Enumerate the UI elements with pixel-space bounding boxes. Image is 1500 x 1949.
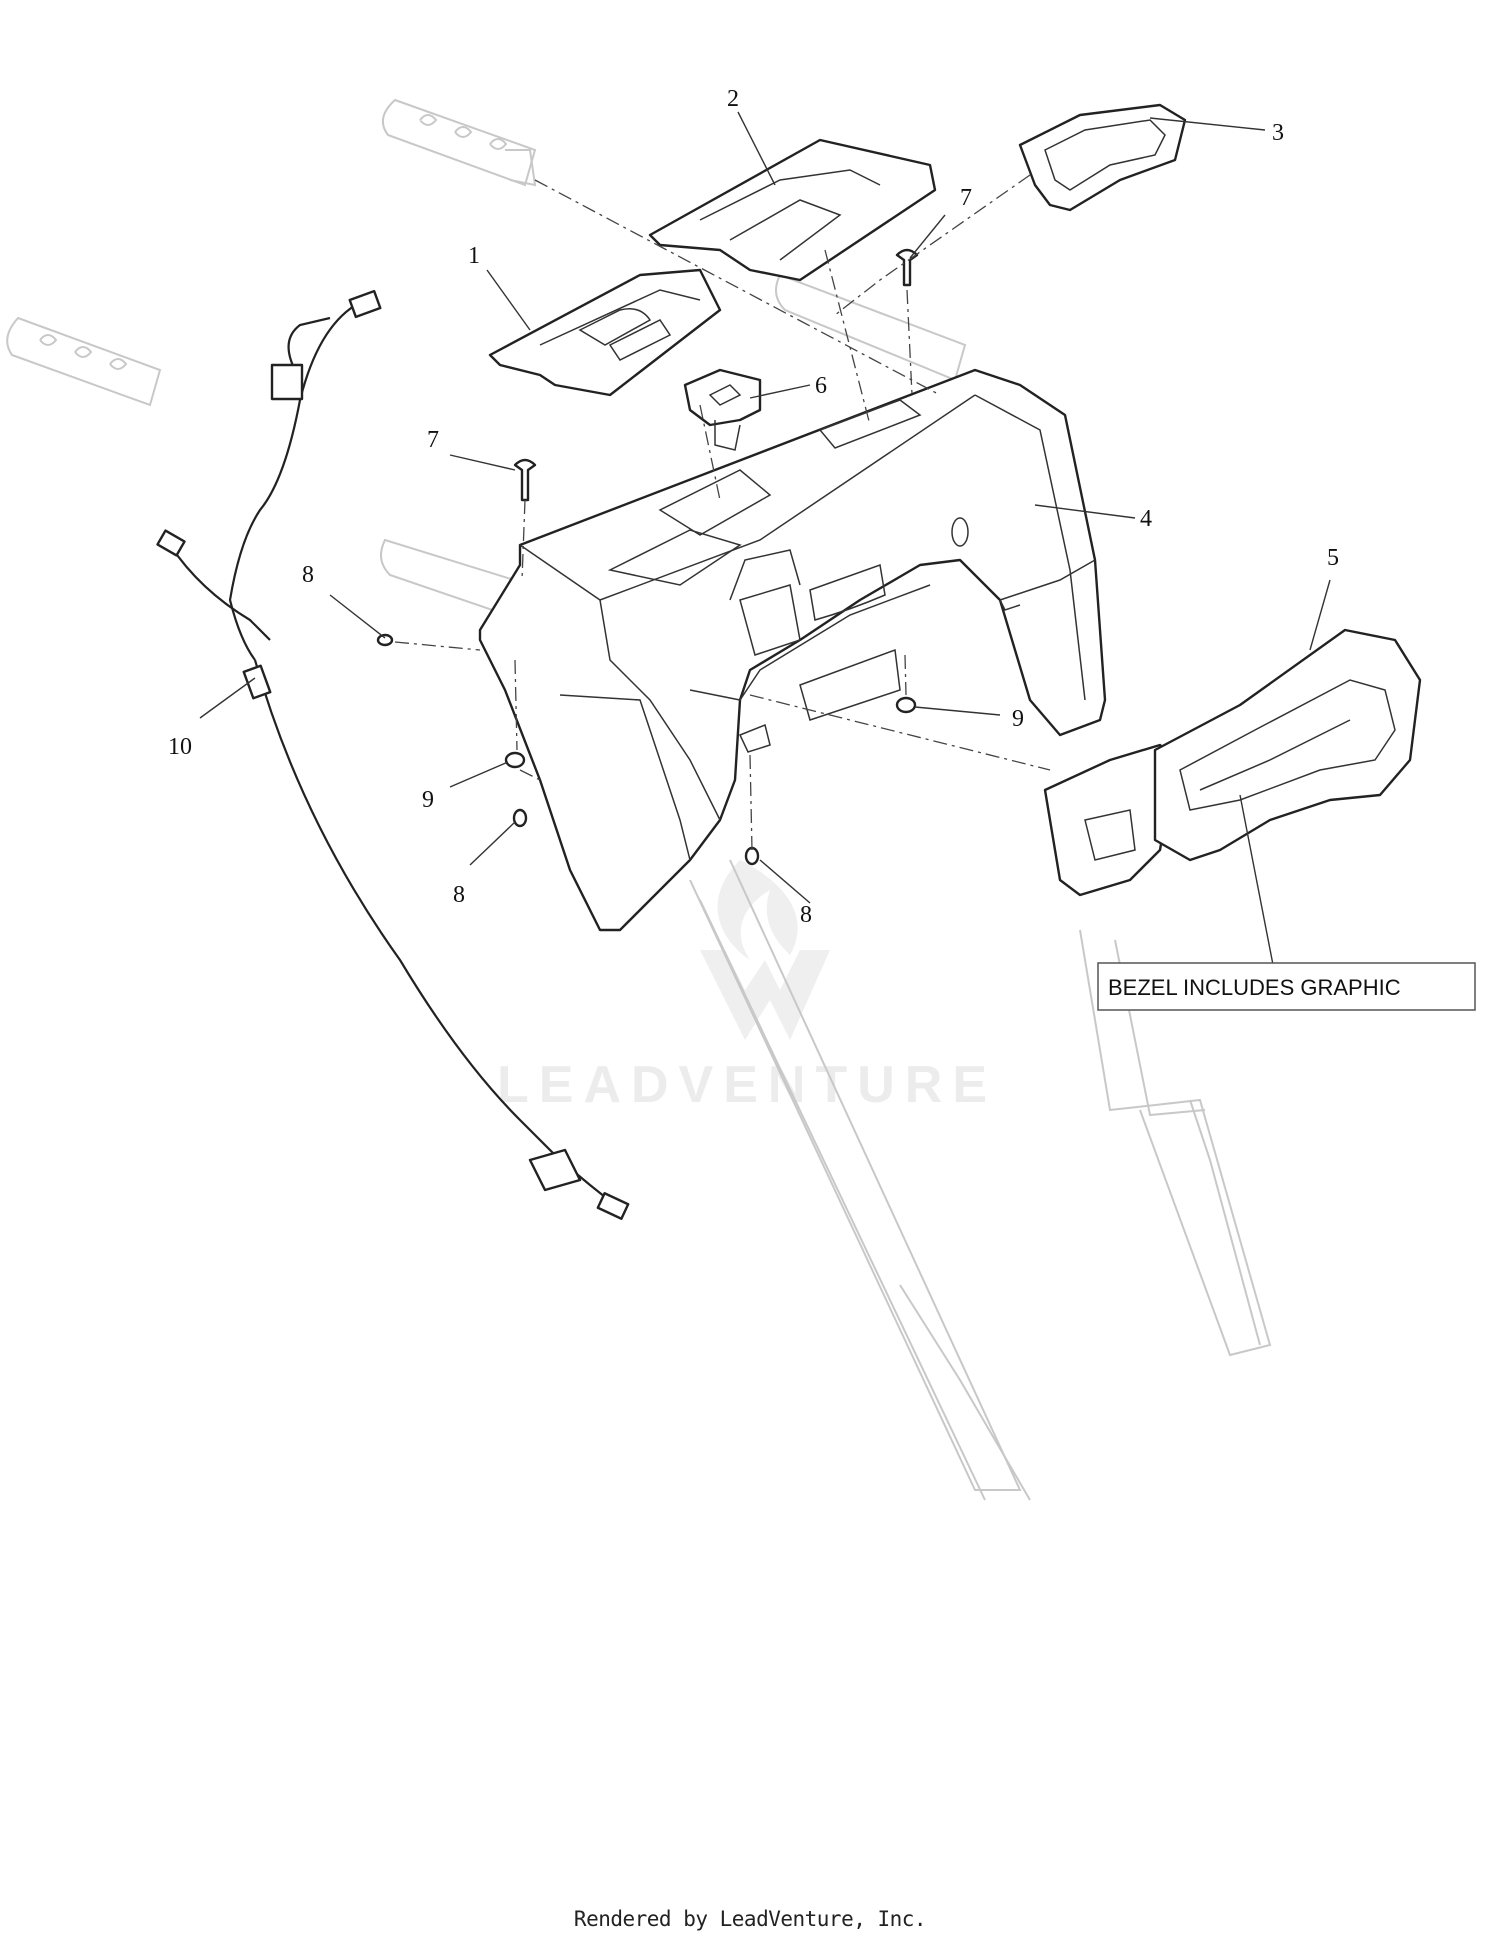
- grip-ghost-upper: [381, 98, 537, 187]
- callout-4: 4: [1140, 506, 1152, 532]
- callout-7-left: 7: [427, 427, 439, 453]
- bolt-7-right: [895, 248, 919, 287]
- washer-9: [504, 751, 526, 769]
- callout-8-upper: 8: [302, 562, 314, 588]
- note-text: BEZEL INCLUDES GRAPHIC: [1108, 975, 1401, 1000]
- callout-8-right: 8: [800, 902, 812, 928]
- watermark-text: LEADVENTURE: [497, 1056, 997, 1114]
- note-box: BEZEL INCLUDES GRAPHIC: [1097, 962, 1476, 1011]
- callout-8-lower: 8: [453, 882, 465, 908]
- control-panel-1: [488, 268, 722, 397]
- footer-credit: Rendered by LeadVenture, Inc.: [573, 1907, 927, 1931]
- handle-cover-3: [1018, 103, 1187, 212]
- bolt-7-left: [513, 458, 537, 502]
- nut-8-right: [744, 846, 760, 866]
- fasteners: [376, 248, 919, 866]
- callout-5: 5: [1327, 545, 1339, 571]
- nut-8: [376, 633, 394, 647]
- watermark: LEADVENTURE: [497, 860, 997, 1114]
- washer-9-right: [895, 696, 917, 714]
- callout-9-left: 9: [422, 787, 434, 813]
- callout-10: 10: [168, 734, 192, 760]
- callout-6: 6: [815, 373, 827, 399]
- wiring-harness-10: [156, 289, 630, 1220]
- callout-9-right: 9: [1012, 706, 1024, 732]
- grip-ghost-lower: [6, 316, 162, 407]
- callout-2: 2: [727, 86, 739, 112]
- bezel-5: [1043, 628, 1422, 897]
- assembly-lines: [394, 174, 1051, 851]
- handle-tubes-ghost: [380, 273, 1272, 1501]
- control-panel-2: [648, 138, 937, 282]
- connector-block: [270, 363, 304, 401]
- nut-8-lower: [512, 808, 528, 828]
- callout-labels: 1 2 3 4 5 6 7 7 8 8 8 9 9 10: [168, 86, 1339, 928]
- console-housing: [478, 368, 1107, 932]
- leader-lines: [199, 111, 1331, 976]
- callout-1: 1: [468, 243, 480, 269]
- callout-7-right: 7: [960, 185, 972, 211]
- switch-6: [683, 368, 762, 451]
- callout-3: 3: [1272, 120, 1284, 146]
